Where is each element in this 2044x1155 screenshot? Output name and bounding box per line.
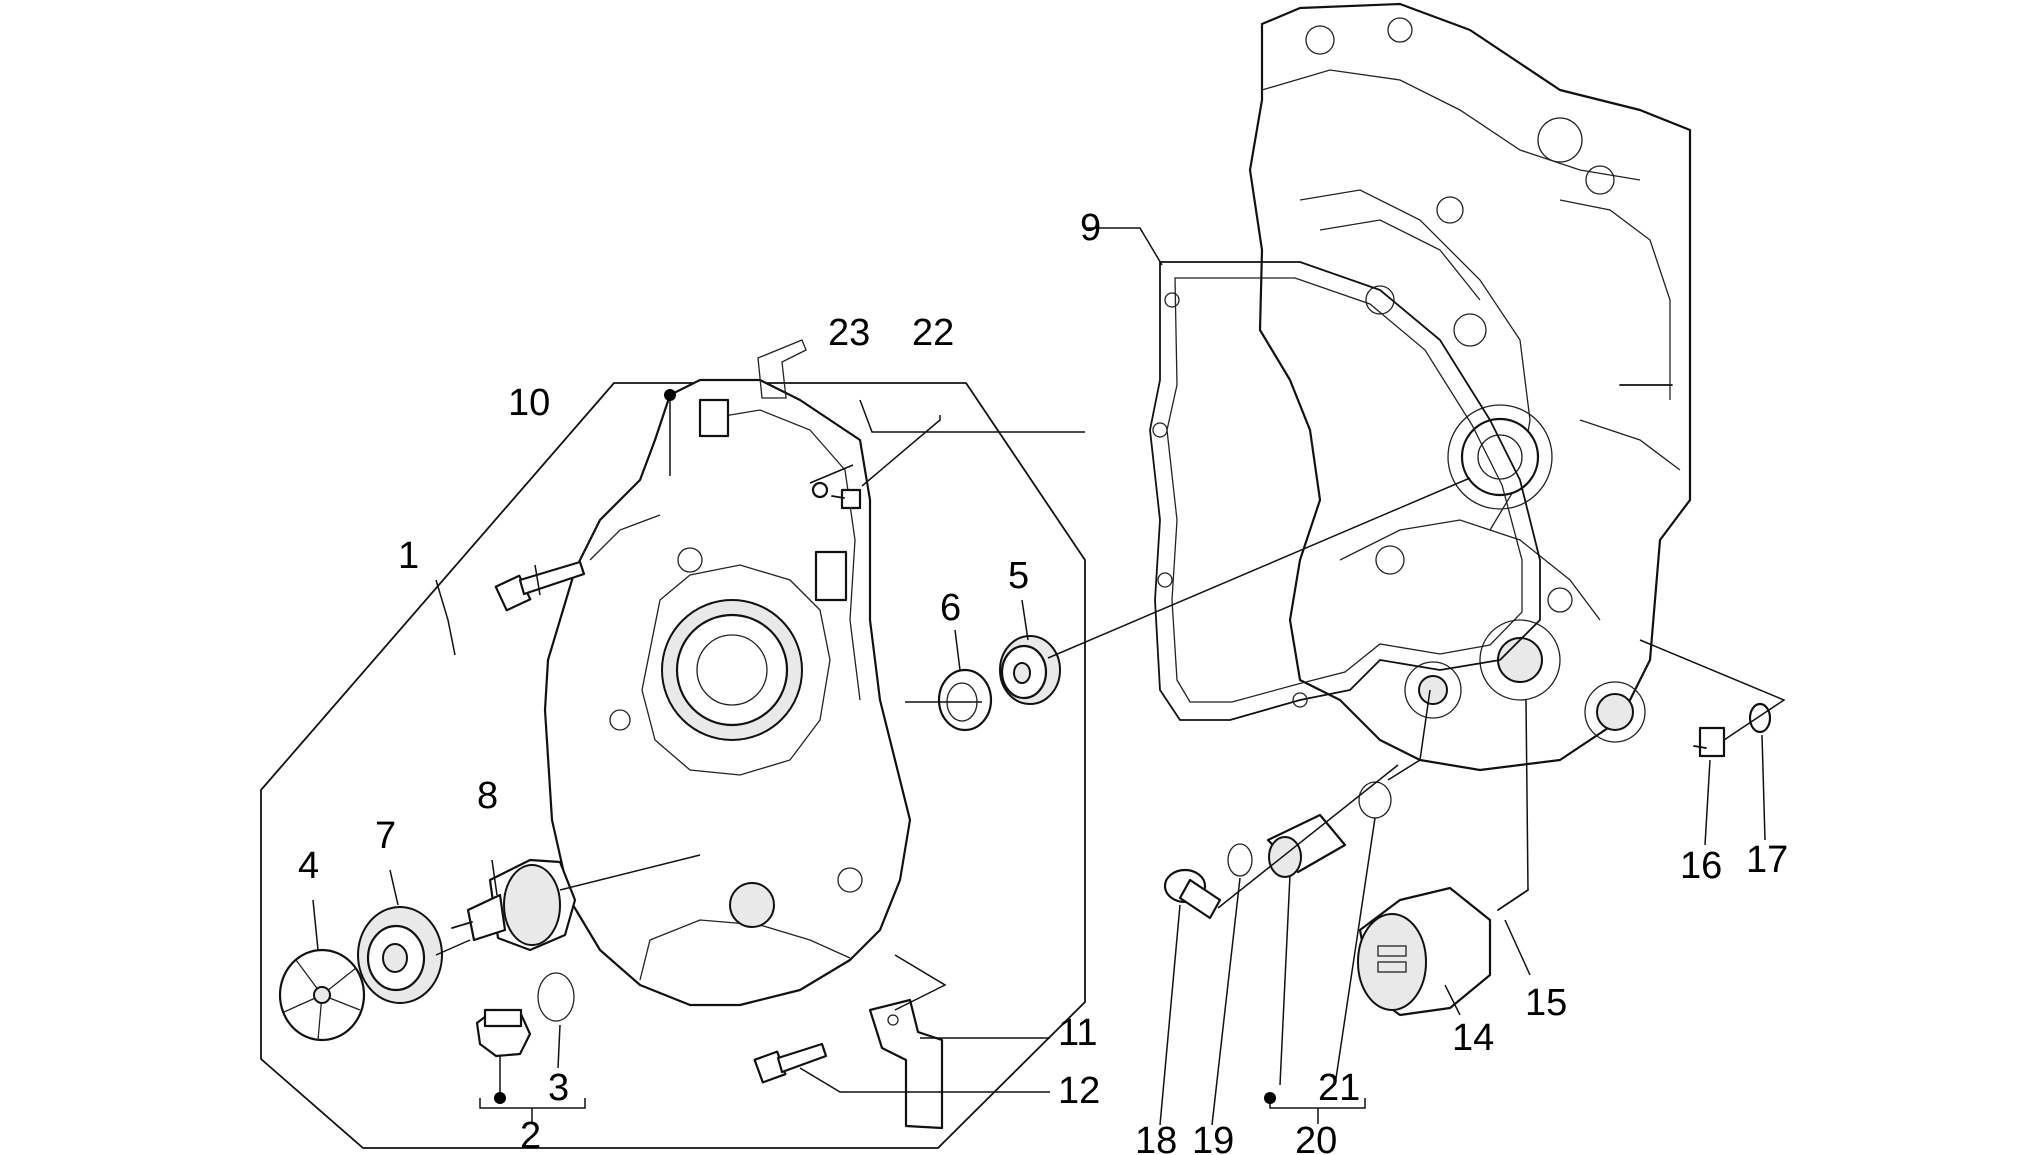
oil-strainer-20 bbox=[1266, 813, 1347, 878]
callout-12: 12 bbox=[1058, 1070, 1100, 1112]
callout-3: 3 bbox=[548, 1067, 569, 1109]
sensor-16 bbox=[1693, 726, 1726, 758]
callout-15: 15 bbox=[1525, 982, 1567, 1024]
callout-16: 16 bbox=[1680, 845, 1722, 887]
callout-4: 4 bbox=[298, 845, 319, 887]
impeller-4 bbox=[278, 948, 366, 1042]
callout-9: 9 bbox=[1080, 207, 1101, 249]
o-ring-21 bbox=[1358, 781, 1392, 819]
bearing-5 bbox=[999, 635, 1061, 705]
callout-19: 19 bbox=[1192, 1120, 1234, 1155]
o-ring-3 bbox=[537, 972, 575, 1022]
bolt-10 bbox=[494, 560, 586, 612]
o-ring-19 bbox=[1227, 843, 1253, 877]
callout-10: 10 bbox=[508, 382, 550, 424]
seal-housing-7 bbox=[357, 906, 443, 1004]
bolt-12 bbox=[753, 1042, 828, 1084]
callout-7: 7 bbox=[375, 815, 396, 857]
callout-20: 20 bbox=[1295, 1120, 1337, 1155]
callout-6: 6 bbox=[940, 587, 961, 629]
gasket bbox=[1149, 261, 1541, 721]
callout-21: 21 bbox=[1318, 1067, 1360, 1109]
pump-shaft-8 bbox=[451, 858, 577, 952]
seal-6 bbox=[937, 668, 993, 732]
callout-1: 1 bbox=[398, 535, 419, 577]
callout-11: 11 bbox=[1058, 1012, 1097, 1054]
washer-23 bbox=[811, 481, 829, 499]
callout-18: 18 bbox=[1135, 1120, 1177, 1155]
oil-filter-14 bbox=[1357, 886, 1492, 1017]
callout-14: 14 bbox=[1452, 1017, 1494, 1059]
stud-15 bbox=[1497, 889, 1529, 911]
callout-22: 22 bbox=[912, 312, 954, 354]
callout-2: 2 bbox=[520, 1115, 541, 1155]
callout-5: 5 bbox=[1008, 555, 1029, 597]
bolt-22 bbox=[831, 488, 862, 510]
bracket-11 bbox=[868, 998, 944, 1130]
cover-kit-outline bbox=[260, 382, 1086, 1149]
callout-8: 8 bbox=[477, 775, 498, 817]
drain-plug-2 bbox=[475, 1008, 532, 1058]
callout-23: 23 bbox=[828, 312, 870, 354]
washer-17 bbox=[1748, 702, 1772, 734]
callout-17: 17 bbox=[1746, 839, 1788, 881]
drain-plug-18 bbox=[1163, 868, 1222, 920]
side-cover bbox=[543, 339, 912, 1007]
